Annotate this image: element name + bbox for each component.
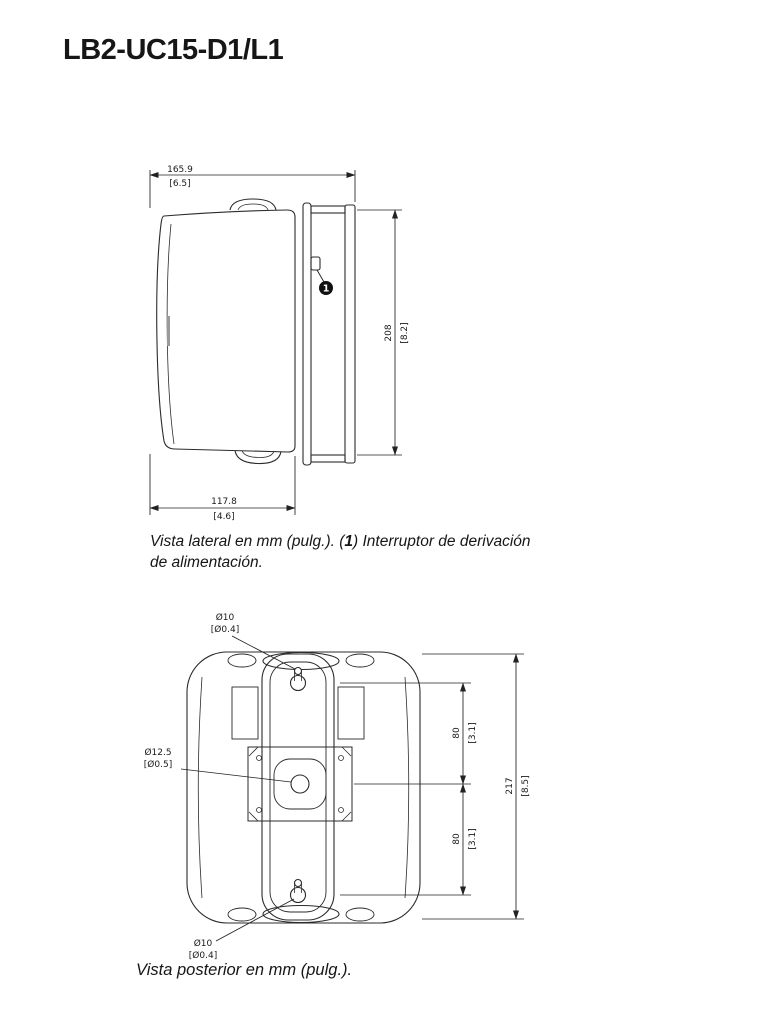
- dim-lower-spacing-in: [3.1]: [468, 828, 478, 849]
- dim-total-height-in: [8.5]: [521, 775, 531, 796]
- speaker-cabinet-rear: [186, 651, 421, 924]
- mounting-bracket-side: [302, 202, 356, 466]
- callout-1-circle: [319, 281, 333, 295]
- side-caption-callout-ref: 1: [344, 533, 354, 550]
- hole-center: [290, 774, 310, 794]
- dim-hole-bottom-mm: Ø10: [194, 938, 213, 949]
- keyhole-bottom: [289, 886, 307, 904]
- mounting-holes: [289, 666, 310, 904]
- dim-hole-bottom-in: [Ø0.4]: [189, 950, 217, 961]
- side-caption-text-3: de alimentación.: [150, 554, 263, 571]
- dim-total-height-mm: 217: [505, 777, 515, 794]
- dim-hole-center-mm: Ø12.5: [144, 747, 171, 758]
- dim-hole-center-in: [Ø0.5]: [144, 759, 172, 770]
- rear-caption-text: Vista posterior en mm (pulg.).: [136, 961, 353, 979]
- callout-1-number: 1: [323, 284, 330, 295]
- side-view-caption: Vista lateral en mm (pulg.). (1) Interru…: [150, 531, 620, 573]
- mounting-strap: [261, 653, 335, 921]
- rear-view-caption: Vista posterior en mm (pulg.).: [136, 960, 556, 981]
- rear-dimension-lines: [340, 653, 524, 920]
- page-title: LB2-UC15-D1/L1: [63, 34, 284, 66]
- rear-view-drawing: Ø10 [Ø0.4] Ø12.5 [Ø0.5] 80 [3.1] 80 [3.1…: [144, 612, 531, 961]
- power-tap-switch: [310, 256, 321, 271]
- side-caption-text-1: Vista lateral en mm (pulg.). (: [150, 533, 345, 550]
- side-dimension-labels: 165.9 [6.5] 208 [8.2] 117.8 [4.6]: [167, 165, 410, 522]
- leader-lines: [180, 635, 296, 942]
- side-view-drawing: 1 165.9 [6.5] 208 [8.2] 117.8 [4.6]: [149, 165, 410, 522]
- dim-hole-top-in: [Ø0.4]: [211, 624, 239, 635]
- dim-width-bottom-mm: 117.8: [211, 497, 237, 507]
- dim-lower-spacing-mm: 80: [452, 833, 462, 845]
- side-caption-text-2: ) Interruptor de derivación: [353, 533, 531, 550]
- dim-width-top-in: [6.5]: [169, 179, 190, 189]
- dim-width-top-mm: 165.9: [167, 165, 193, 175]
- rear-dimension-labels: Ø10 [Ø0.4] Ø12.5 [Ø0.5] 80 [3.1] 80 [3.1…: [144, 612, 531, 961]
- dim-hole-top-mm: Ø10: [216, 612, 235, 623]
- dim-upper-spacing-in: [3.1]: [468, 722, 478, 743]
- keyhole-top: [289, 674, 307, 692]
- side-dimension-lines: [149, 170, 402, 515]
- keyhole-top-slot: [293, 666, 303, 676]
- dim-height-mm: 208: [384, 324, 394, 341]
- dim-width-bottom-in: [4.6]: [213, 512, 234, 522]
- keyhole-bottom-slot: [293, 878, 303, 888]
- speaker-cabinet-side: [156, 198, 296, 465]
- dim-upper-spacing-mm: 80: [452, 727, 462, 739]
- dim-height-in: [8.2]: [400, 322, 410, 343]
- callout-1: 1: [316, 269, 333, 295]
